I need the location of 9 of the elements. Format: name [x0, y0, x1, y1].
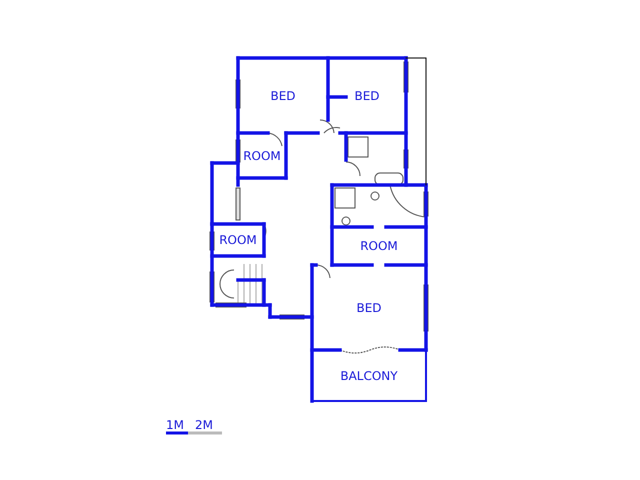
scale-label: 1M	[166, 418, 184, 432]
room-label: ROOM	[243, 148, 281, 162]
room-label: BALCONY	[340, 368, 398, 382]
scale-label: 2M	[195, 418, 213, 432]
room-label: ROOM	[219, 233, 257, 247]
room-label: BED	[354, 88, 380, 102]
room-label: ROOM	[360, 239, 398, 253]
room-label: BED	[270, 88, 296, 102]
room-label: BED	[356, 300, 382, 314]
